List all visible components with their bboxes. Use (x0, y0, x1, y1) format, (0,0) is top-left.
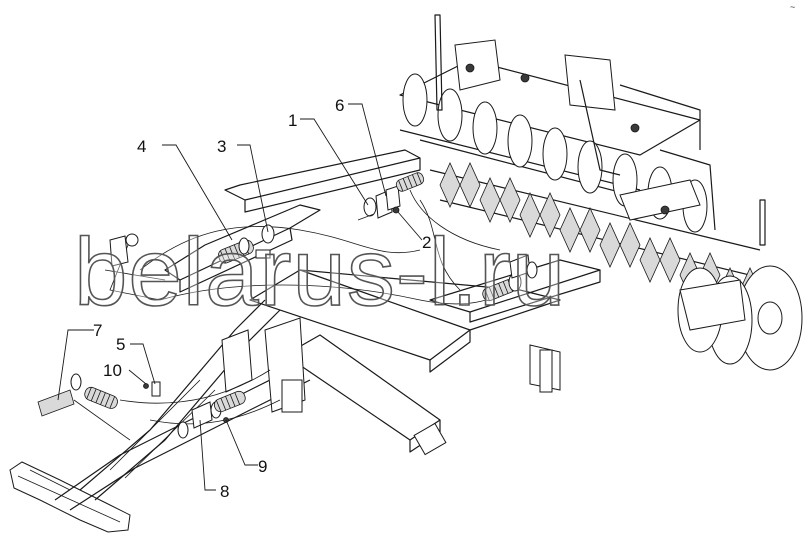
callout-4: 4 (137, 137, 146, 156)
callout-9: 9 (258, 457, 267, 476)
callout-leaders (57, 103, 423, 491)
corner-mark: ~ (790, 2, 795, 12)
main-frame (109, 149, 601, 456)
callout-3: 3 (217, 137, 226, 156)
callout-7: 7 (93, 321, 102, 340)
callout-2: 2 (422, 233, 431, 252)
callout-1: 1 (288, 111, 297, 130)
spring-assembly-rear (482, 254, 538, 302)
callout-6: 6 (335, 96, 344, 115)
spring-assembly-front (37, 373, 246, 441)
spring-assembly-upper (218, 172, 425, 264)
top-linkage (434, 14, 766, 331)
callout-5: 5 (116, 335, 125, 354)
callout-labels: 4 3 1 6 2 5 10 7 8 9 (93, 96, 431, 501)
watermark-text: belarus-l.ru (74, 219, 566, 326)
front-post (104, 233, 166, 281)
callout-10: 10 (103, 361, 122, 380)
callout-8: 8 (220, 482, 229, 501)
